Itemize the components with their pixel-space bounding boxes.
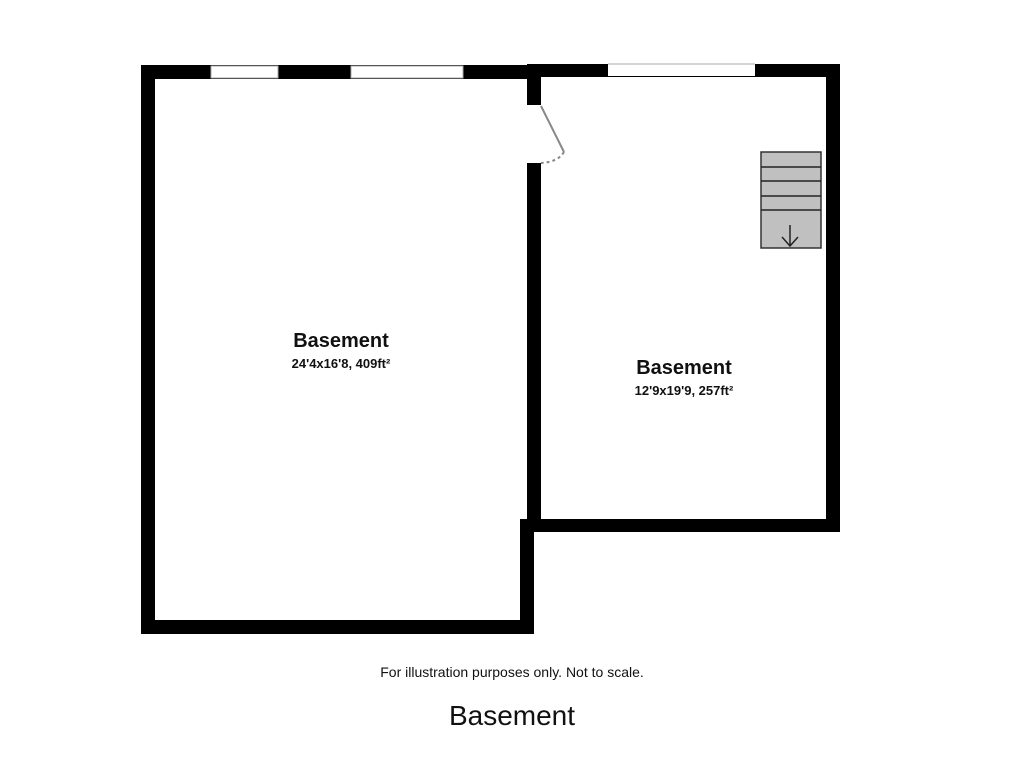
disclaimer: For illustration purposes only. Not to s… (380, 664, 644, 680)
room-dimensions: 12'9x19'9, 257ft² (634, 383, 734, 398)
room-label-left: Basement 24'4x16'8, 409ft² (292, 330, 391, 371)
windows (210, 62, 755, 79)
bottom-wall-left-room (141, 620, 534, 634)
window (210, 65, 279, 79)
room-name: Basement (636, 357, 732, 379)
right-wall (826, 64, 840, 532)
room-label-right: Basement 12'9x19'9, 257ft² (635, 357, 734, 398)
left-wall (141, 65, 155, 634)
arrow-down-icon (781, 225, 799, 248)
window (608, 62, 755, 76)
walls (141, 64, 840, 634)
right-wall-left-room-lower (520, 519, 534, 634)
bottom-wall-right-room (527, 519, 840, 532)
top-wall-left-room (141, 65, 533, 79)
middle-wall-lower (527, 163, 541, 532)
stairs (760, 151, 822, 249)
room-dimensions: 24'4x16'8, 409ft² (291, 356, 391, 371)
window (350, 65, 464, 79)
middle-wall-upper (527, 64, 541, 105)
floor-title: Basement (448, 700, 576, 731)
door (540, 105, 565, 164)
room-name: Basement (293, 330, 389, 352)
